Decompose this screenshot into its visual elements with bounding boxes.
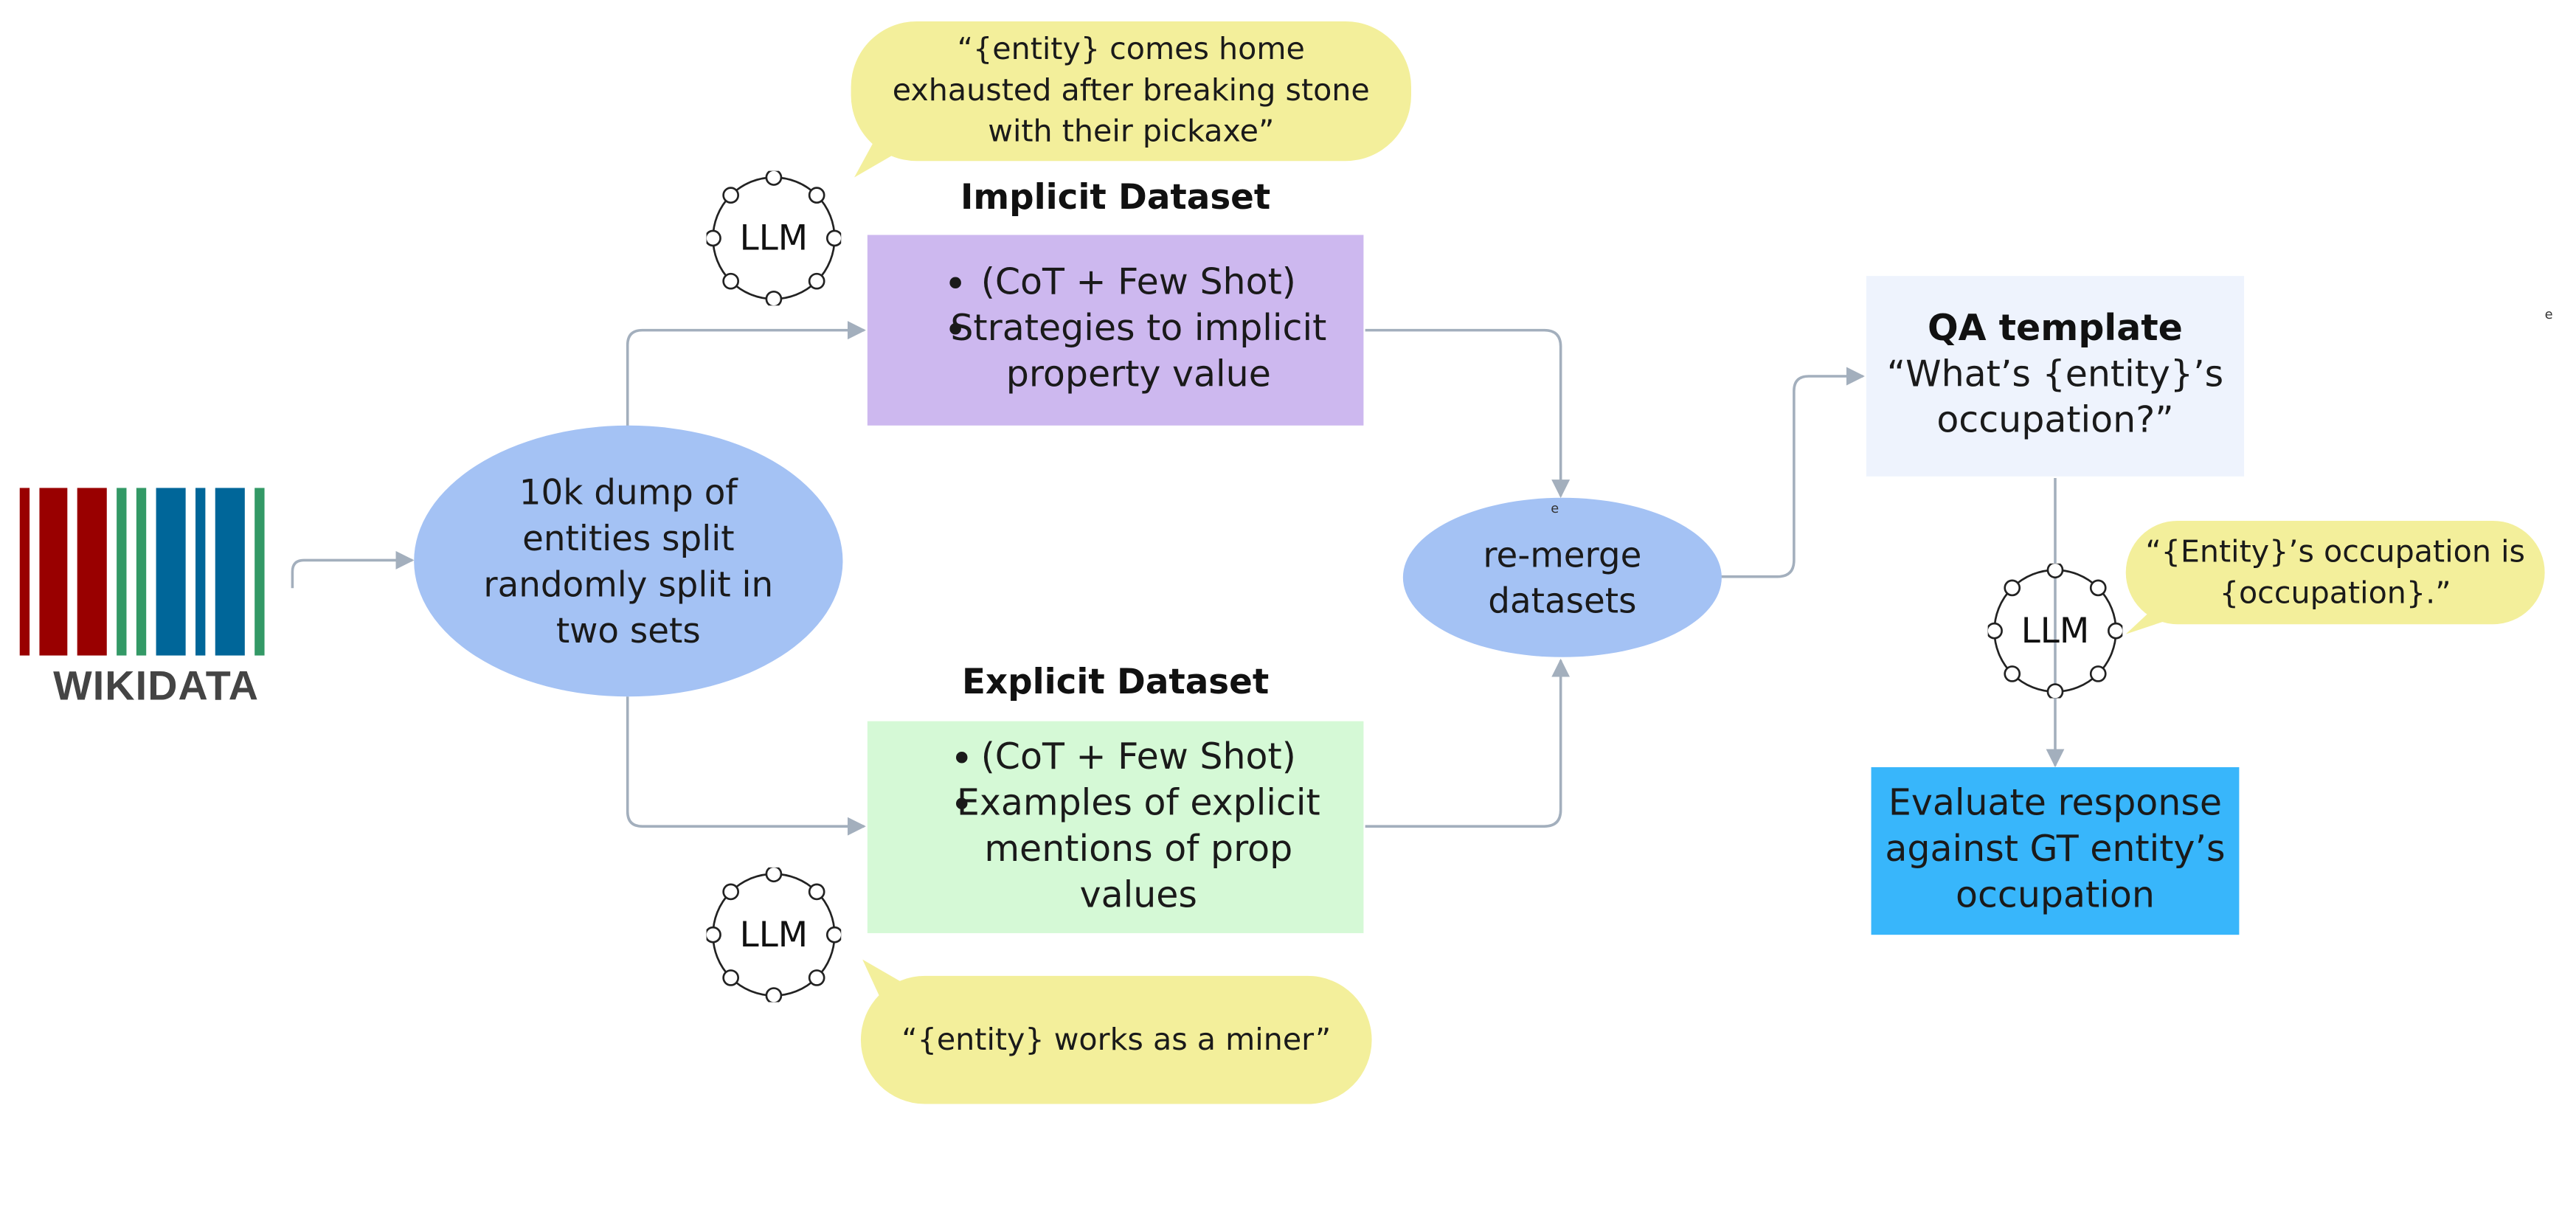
llm-ring-node [808,272,825,290]
llm-ring-node [825,229,842,247]
connector-implicit-to-merge [1365,328,1571,499]
llm-ring-node [722,969,740,986]
llm-ring-node [2089,665,2107,682]
evaluate-line: against GT entity’s [1885,829,2226,871]
qa-template-line: “What’s {entity}’s [1886,355,2224,396]
qa-template-line: occupation?” [1936,401,2174,443]
bubble-line: “{entity} comes home [957,32,1305,68]
remerge-datasets-node: re-merge datasets [1402,497,1722,657]
llm-network-icon [706,170,842,306]
bubble-line: with their pickaxe” [988,114,1275,150]
llm-ring-node [2089,579,2107,597]
llm-ring-node [765,170,783,186]
llm-ring-node [2046,563,2064,579]
qa-answer-bubble: “{Entity}’s occupation is {occupation}.” [2125,520,2545,625]
connector-explicit-to-merge [1365,658,1571,828]
explicit-dataset-title: Explicit Dataset [961,662,1270,702]
evaluate-line: Evaluate response [1888,783,2223,825]
source-node-line: entities split [522,518,735,558]
llm-ring-node [2108,622,2123,640]
bubble-line: {occupation}.” [2219,575,2451,611]
llm-label: LLM [2021,611,2090,651]
llm-ring-node [765,867,783,883]
llm-ring-node [765,290,783,306]
llm-ring-node [706,229,721,247]
llm-network-icon [1987,563,2123,699]
llm-ring-node [765,987,783,1003]
barcode-bar [255,488,265,656]
connector-merge-to-qa [1720,367,1865,578]
source-entities-node: 10k dump of entities split randomly spli… [414,425,843,697]
merge-node-line: re-merge [1483,534,1642,575]
evaluate-line: occupation [1956,875,2155,917]
llm-node-explicit: LLM [706,867,842,1003]
connector-source-to-implicit [626,321,866,428]
source-node-line: randomly split in [483,564,774,604]
llm-ring-node [1987,622,2003,640]
implicit-dataset-box: (CoT + Few Shot) Strategies to implicit … [867,235,1364,426]
barcode-bar [215,488,245,656]
implicit-example-bubble: “{entity} comes home exhausted after bre… [851,21,1411,162]
source-node-line: 10k dump of [519,472,738,512]
explicit-item-examples: Examples of explicit mentions of prop va… [950,781,1320,919]
llm-ring-node [808,969,825,986]
source-node-line: two sets [555,610,701,650]
llm-ring-node [2046,683,2064,699]
wikidata-barcode-icon [19,488,286,656]
barcode-bar [117,488,127,656]
llm-ring-node [722,187,740,204]
connector-logo-to-source [291,550,415,589]
llm-label: LLM [739,915,809,955]
explicit-example-bubble: “{entity} works as a miner” [860,975,1372,1104]
bubble-line: “{Entity}’s occupation is [2145,534,2526,570]
barcode-bar [77,488,107,656]
llm-network-icon [706,867,842,1003]
llm-node-implicit: LLM [706,170,842,306]
connector-source-to-explicit [626,696,866,836]
llm-node-qa: LLM [1987,563,2123,699]
barcode-bar [156,488,186,656]
llm-ring-node [808,187,825,204]
merge-node-mark: e [1551,501,1559,516]
llm-ring-node [722,883,740,901]
barcode-bar [136,488,147,656]
barcode-bar [39,488,68,656]
barcode-bar [19,488,30,656]
implicit-item-strategies: Strategies to implicit property value [944,307,1326,399]
llm-ring-node [825,926,842,944]
merge-node-line: datasets [1488,581,1637,620]
bubble-line: exhausted after breaking stone [892,74,1370,108]
implicit-item-cot: (CoT + Few Shot) [944,261,1326,307]
wikidata-logo-text: WIKIDATA [53,663,260,710]
explicit-dataset-box: (CoT + Few Shot) Examples of explicit me… [867,721,1364,933]
barcode-bar [195,488,206,656]
llm-ring-node [2004,579,2021,597]
evaluate-response-box: Evaluate response against GT entity’s oc… [1871,767,2240,935]
llm-ring-node [722,272,740,290]
llm-ring-node [706,926,721,944]
llm-label: LLM [739,218,809,258]
llm-ring-node [808,883,825,901]
explicit-item-cot: (CoT + Few Shot) [950,735,1320,781]
corner-mark: e [2544,307,2553,322]
bubble-line: “{entity} works as a miner” [901,1022,1332,1058]
qa-template-title: QA template [1928,308,2183,350]
llm-ring-node [2004,665,2021,682]
implicit-dataset-title: Implicit Dataset [960,177,1271,217]
qa-template-box: QA template “What’s {entity}’s occupatio… [1866,276,2245,477]
